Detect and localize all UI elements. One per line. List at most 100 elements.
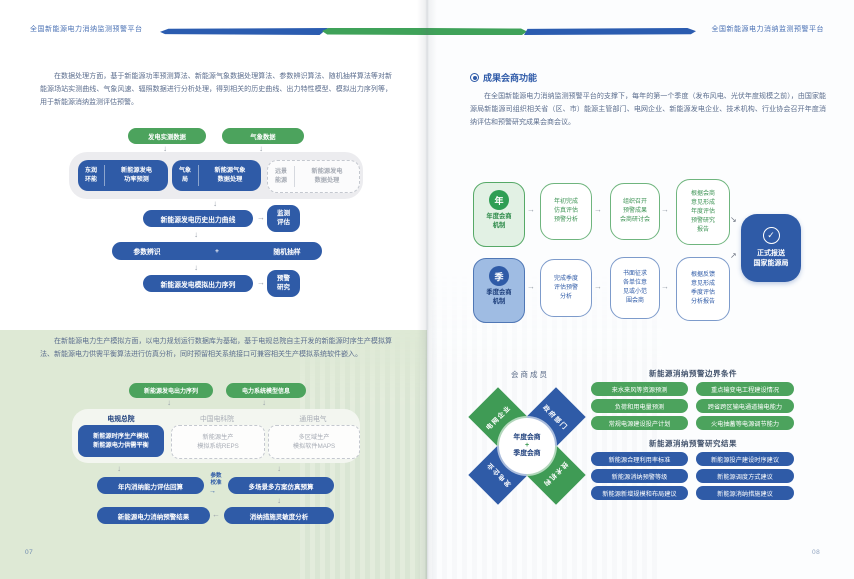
left-page: 全国新能源电力消纳监测预警平台 在数据处理方面，基于新能源功率预测算法、新能源气… (0, 0, 427, 579)
divider (198, 165, 199, 186)
flow1-box-generation-processing: 远景 能源新能源发电 数据处理 (267, 160, 360, 193)
center-plus: + (524, 442, 530, 450)
annual-mechanism-box: 年 年度会商 机制 (473, 182, 525, 247)
arrow-right-icon (661, 206, 669, 214)
list-item: 负荷和用电量预测 (591, 399, 688, 413)
list-item: 火电抽蓄等电源调节能力 (696, 416, 794, 430)
org-label: 东润 环能 (84, 168, 97, 183)
center-annual-label: 年度会商 (513, 433, 541, 441)
center-quarterly-label: 季度会商 (513, 449, 541, 457)
arrow-right-icon (257, 214, 265, 222)
arrow-right-icon (257, 279, 265, 287)
arrow-right-icon (527, 206, 535, 214)
flow1-parameter-sampling: 参数辨识 + 随机抽样 (112, 242, 322, 260)
flow2-box-epri-tools: 新能源时序生产模拟 新能源电力供需平衡 (78, 425, 164, 457)
list-item: 新能源合理利用率标准 (591, 452, 688, 466)
task-label: 新能源气象 数据处理 (214, 166, 246, 183)
quarterly-step-2: 书面征求 各单位意 见或小范 围会商 (610, 257, 660, 319)
pinwheel-center: 年度会商 + 季度会商 (499, 418, 555, 474)
flow2-warning-result: 新能源电力消纳预警结果 (97, 507, 210, 524)
parameter-calibration-label: 参数 校准 (210, 473, 222, 487)
quarterly-mechanism-label: 季度会商 机制 (486, 289, 512, 305)
list-item: 新能源消纳措施建议 (696, 486, 794, 500)
results-list: 新能源合理利用率标准 新能源投产建设时序建议 新能源消纳预警等级 新能源调度方式… (591, 452, 794, 500)
flow1-box-weather-processing: 气象 局 新能源气象 数据处理 (172, 160, 261, 191)
divider (294, 166, 295, 187)
members-pinwheel: 电网企业 政府部门 发电企业 技术机构 年度会商 + 季度会商 (468, 387, 586, 505)
arrow-right-icon (209, 488, 216, 495)
check-circle-icon (762, 227, 780, 245)
quarter-badge: 季 (489, 266, 509, 286)
arrow-left-icon (212, 511, 220, 519)
list-item: 新能源调度方式建议 (696, 469, 794, 483)
org-label: 气象 局 (178, 168, 191, 183)
arrow-down-right-icon (730, 216, 737, 224)
flow2-multi-scenario: 多场景多方案仿真预算 (228, 477, 334, 494)
flow1-simulated-series: 新能源发电模拟出力序列 (143, 275, 253, 292)
production-simulation-paragraph: 在新能源电力生产模拟方面，以电力规划运行数据库为基础，基于电规总院自主开发的新能… (40, 338, 392, 358)
flow1-history-curve: 新能源发电历史出力曲线 (143, 210, 253, 227)
flow1-input-measured-data: 发电实测数据 (128, 128, 206, 144)
flow2-sensitivity-analysis: 消纳措施灵敏度分析 (224, 507, 334, 524)
arrow-down-icon (194, 264, 198, 272)
members-title: 会商成员 (511, 370, 549, 379)
section-heading: 成果会商功能 (470, 71, 537, 84)
task-label: 新能源发电 数据处理 (311, 167, 343, 184)
flow1-warning-research: 预警 研究 (267, 270, 300, 297)
annual-step-1: 年初完成 仿真评估 预警分析 (540, 183, 592, 240)
official-report-box: 正式报送 国家能源局 (741, 214, 801, 282)
results-list-title: 新能源消纳预警研究结果 (649, 439, 737, 448)
org-header-epri: 电规总院 (107, 416, 135, 423)
arrow-down-icon (262, 399, 266, 407)
flow1-box-power-forecast: 东润 环能 新能源发电 功率预测 (78, 160, 168, 191)
arrow-right-icon (527, 283, 535, 291)
list-item: 重点输变电工程建设情况 (696, 382, 794, 396)
list-item: 新能源新增规模和布局建议 (591, 486, 688, 500)
annual-step-3: 根据会商 意见形成 年度评估 预警研究 报告 (676, 179, 730, 245)
header-swoosh-green (322, 28, 427, 35)
list-item: 跨省跨区输电通道输电能力 (696, 399, 794, 413)
flow2-box-reps: 新能源生产 模拟系统REPS (171, 425, 265, 459)
right-page: 全国新能源电力消纳监测预警平台 成果会商功能 在全国新能源电力消纳监测预警平台的… (427, 0, 854, 579)
page-number-left: 07 (25, 549, 34, 556)
official-report-label: 正式报送 国家能源局 (753, 250, 789, 267)
section-heading-label: 成果会商功能 (483, 73, 538, 83)
annual-mechanism-label: 年度会商 机制 (486, 213, 512, 229)
random-sampling-label: 随机抽样 (273, 249, 301, 256)
arrow-right-icon (594, 283, 602, 291)
flow2-input-model-info: 电力系统模型信息 (226, 383, 306, 398)
consultation-paragraph: 在全国新能源电力消纳监测预警平台的支撑下，每年的第一个季度（发布风电、光伏年度规… (470, 93, 826, 126)
boundary-list-title: 新能源消纳预警边界条件 (649, 369, 737, 378)
page-number-right: 08 (812, 549, 821, 556)
arrow-down-icon (277, 465, 281, 473)
flow2-annual-assessment: 年内消纳能力评估回算 (97, 477, 204, 494)
header-swoosh-blue (524, 28, 696, 35)
arrow-down-icon (213, 200, 217, 208)
running-header-right: 全国新能源电力消纳监测预警平台 (711, 26, 824, 33)
running-header-left: 全国新能源电力消纳监测预警平台 (30, 26, 143, 33)
org-header-ge: 通用电气 (299, 416, 327, 423)
flow1-input-weather-data: 气象数据 (222, 128, 304, 144)
list-item: 新能源投产建设时序建议 (696, 452, 794, 466)
quarterly-step-3: 根据反馈 意见形成 季度评估 分析报告 (676, 257, 730, 321)
boundary-list: 来水来风等资源预测 重点输变电工程建设情况 负荷和用电量预测 跨省跨区输电通道输… (591, 382, 794, 430)
arrow-down-icon (117, 465, 121, 473)
arrow-up-right-icon (730, 252, 737, 260)
arrow-right-icon (594, 206, 602, 214)
header-swoosh-blue (160, 28, 328, 35)
task-label: 新能源发电 功率预测 (121, 166, 152, 183)
quarterly-step-1: 完成季度 评估预警 分析 (540, 259, 592, 317)
plus-sign: + (215, 247, 219, 255)
arrow-down-icon (277, 497, 281, 505)
arrow-right-icon (661, 283, 669, 291)
list-item: 常规电源建设投产计划 (591, 416, 688, 430)
year-badge: 年 (489, 190, 509, 210)
org-header-cepri: 中国电科院 (200, 416, 234, 423)
parameter-identification-label: 参数辨识 (133, 249, 161, 256)
header-swoosh-green (427, 28, 527, 35)
data-processing-paragraph: 在数据处理方面，基于新能源功率预测算法、新能源气象数据处理算法、参数辨识算法、随… (40, 73, 392, 106)
arrow-down-icon (194, 231, 198, 239)
quarterly-mechanism-box: 季 季度会商 机制 (473, 258, 525, 323)
divider (104, 165, 105, 186)
